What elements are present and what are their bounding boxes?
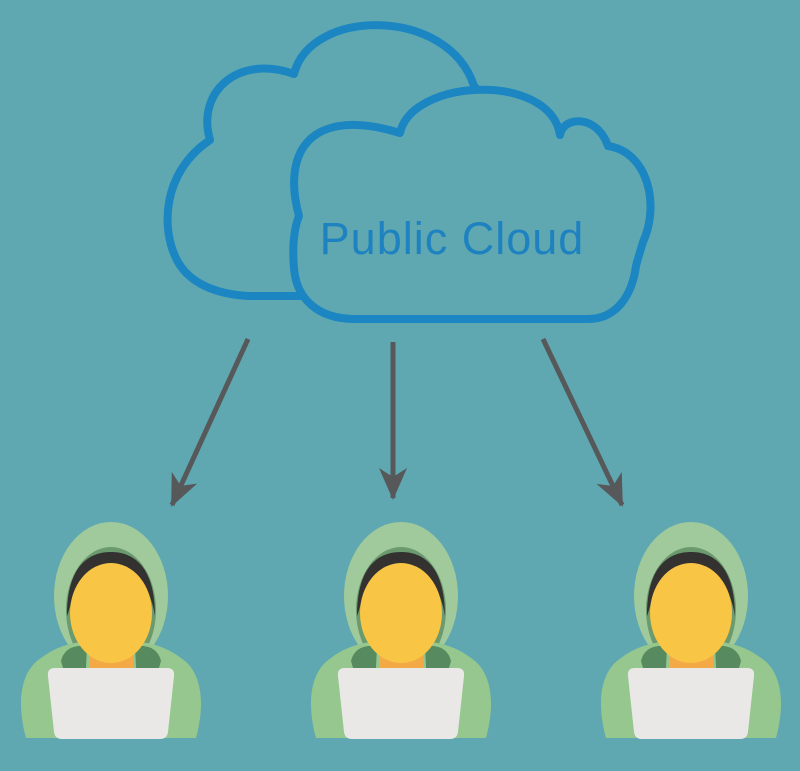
arrow-right bbox=[540, 337, 625, 507]
arrow-left bbox=[169, 337, 251, 507]
cloud-label: Public Cloud bbox=[320, 213, 585, 264]
cloud-front-shape bbox=[289, 85, 655, 323]
